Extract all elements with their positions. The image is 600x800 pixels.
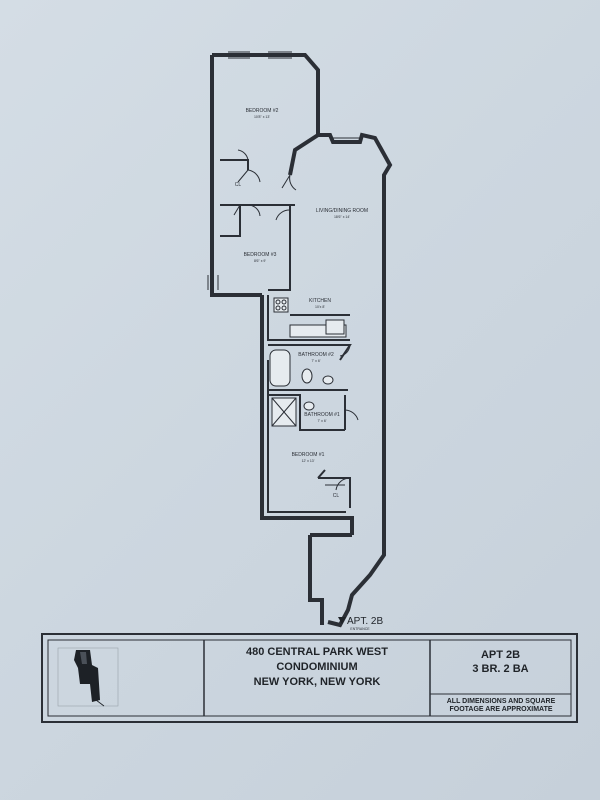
title-block-frame [41,633,578,723]
room-label-bedroom2: BEDROOM #2 [246,108,279,114]
room-label-bath2: BATHROOM #2 [298,352,334,358]
disclaimer: ALL DIMENSIONS AND SQUARE FOOTAGE ARE AP… [446,698,556,713]
room-dims-kitchen: 10'x 8' [315,305,325,309]
room-label-bedroom1: BEDROOM #1 [292,452,325,458]
room-dims-bedroom3: 8'6" x 9' [254,259,266,263]
fixtures [269,297,347,486]
room-label-kitchen: KITCHEN [309,298,331,304]
unit-configuration: 3 BR. 2 BA [472,663,529,675]
room-dims-bath1: 7' x 6' [318,419,327,423]
address-block: 480 CENTRAL PARK WEST CONDOMINIUM NEW YO… [204,645,430,690]
room-dims-bedroom2: 10'8" x 13' [254,115,270,119]
address-line3: NEW YORK, NEW YORK [253,676,381,688]
exterior-walls [210,53,393,628]
room-label-bath1: BATHROOM #1 [304,412,340,418]
unit-block: APT 2B 3 BR. 2 BA [430,648,571,676]
room-dims-bath2: 7' x 6' [312,359,321,363]
key-plan-thumbnail [57,647,119,707]
apt-entrance-marker: APT. 2B ENTRANCE [338,616,383,631]
room-label-closet2: CL [333,493,340,499]
room-dims-living: 18'6" x 14' [334,215,350,219]
address-line2: CONDOMINIUM [276,661,358,673]
room-dims-bedroom1: 12' x 13' [302,459,315,463]
windows [207,51,360,290]
apt-marker-label: APT. 2B [347,616,383,627]
room-label-bedroom3: BEDROOM #3 [244,252,277,258]
apt-marker-sub: ENTRANCE [350,627,370,631]
address-line1: 480 CENTRAL PARK WEST [245,646,388,658]
unit-number: APT 2B [480,649,521,661]
room-label-closet1: CL [235,182,242,188]
room-labels: BEDROOM #2 10'8" x 13' CL BEDROOM #3 8'6… [235,108,368,499]
entrance-arrow-icon [338,617,346,624]
room-label-living: LIVING/DINING ROOM [316,208,368,214]
door-swings [233,149,359,491]
